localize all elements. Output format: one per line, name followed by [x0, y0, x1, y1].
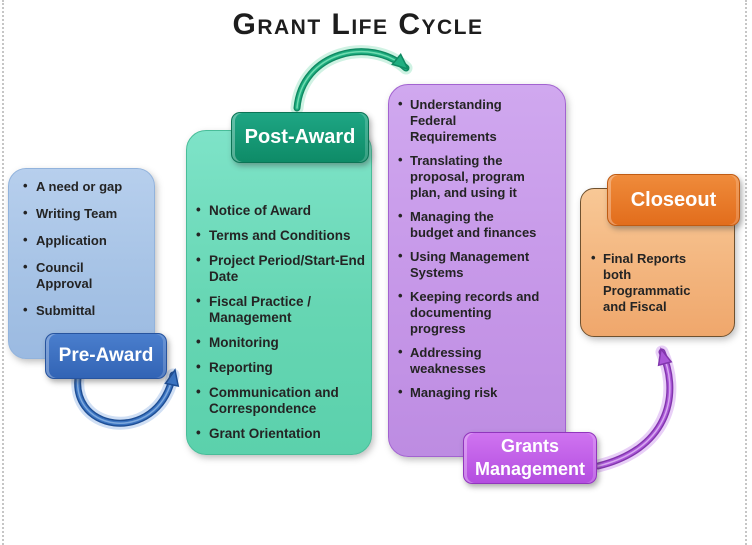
grants-management-list: Understanding Federal Requirements Trans… — [389, 85, 565, 401]
list-item: Reporting — [196, 359, 367, 376]
stage-label-post-award: Post-Award — [231, 112, 369, 163]
list-item: Fiscal Practice / Management — [196, 293, 367, 326]
post-award-panel: Notice of Award Terms and Conditions Pro… — [186, 130, 372, 455]
grants-management-panel: Understanding Federal Requirements Trans… — [388, 84, 566, 457]
list-item: Addressing weaknesses — [398, 344, 557, 377]
list-item: Grant Orientation — [196, 425, 367, 442]
list-item: Council Approval — [23, 259, 148, 292]
list-item: Writing Team — [23, 205, 148, 222]
stage-label-grants-management: Grants Management — [463, 432, 597, 484]
stage-label-pre-award: Pre-Award — [45, 333, 167, 379]
post-award-list: Notice of Award Terms and Conditions Pro… — [187, 131, 371, 442]
page-boundary-left — [2, 0, 4, 545]
page-boundary-right — [745, 0, 747, 545]
arrow-management-to-closeout-icon — [591, 345, 677, 473]
list-item: Understanding Federal Requirements — [398, 96, 557, 145]
closeout-list: Final Reports both Programmatic and Fisc… — [581, 189, 734, 315]
list-item: A need or gap — [23, 178, 148, 195]
list-item: Communication and Correspondence — [196, 384, 367, 417]
list-item: Translating the proposal, program plan, … — [398, 152, 557, 201]
list-item: Submittal — [23, 302, 148, 319]
list-item: Using Management Systems — [398, 248, 557, 281]
pre-award-panel: A need or gap Writing Team Application C… — [8, 168, 155, 359]
list-item: Application — [23, 232, 148, 249]
stage-label-closeout: Closeout — [607, 174, 740, 226]
list-item: Terms and Conditions — [196, 227, 367, 244]
list-item: Notice of Award — [196, 202, 367, 219]
list-item: Managing the budget and finances — [398, 208, 557, 241]
page-title: Grant Life Cycle — [232, 8, 484, 41]
list-item: Final Reports both Programmatic and Fisc… — [591, 250, 728, 315]
list-item: Project Period/Start-End Date — [196, 252, 367, 285]
list-item: Keeping records and documenting progress — [398, 288, 557, 337]
list-item: Managing risk — [398, 384, 557, 401]
pre-award-list: A need or gap Writing Team Application C… — [9, 169, 154, 319]
list-item: Monitoring — [196, 334, 367, 351]
